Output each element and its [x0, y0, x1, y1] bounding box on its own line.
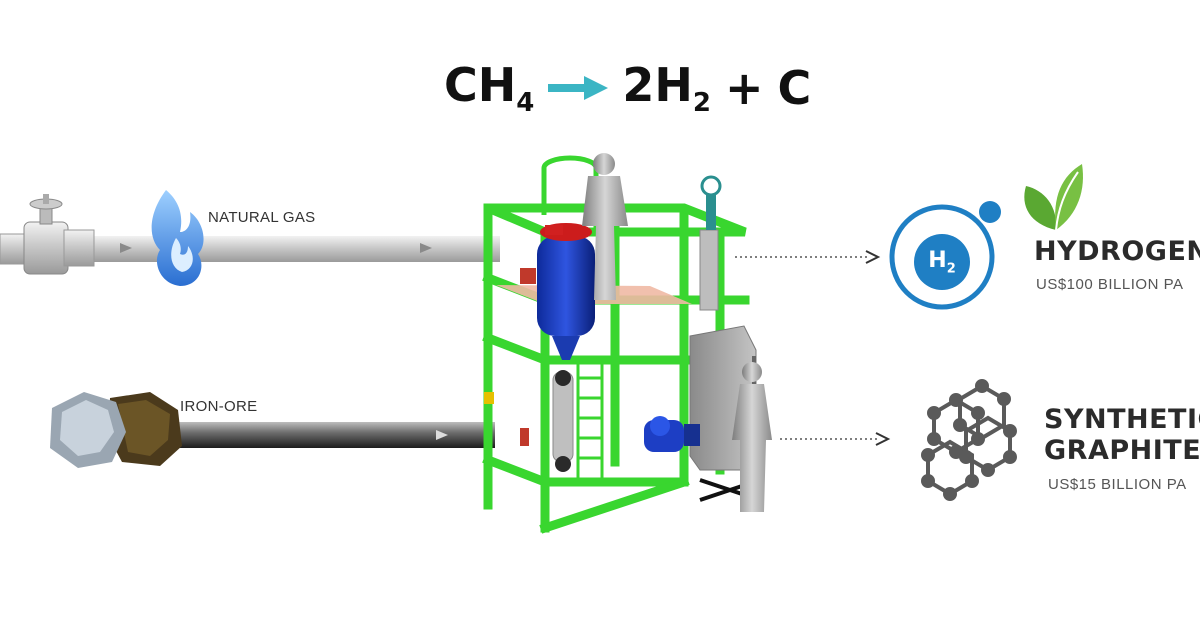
hydrogen-molecule-icon [889, 201, 1001, 310]
iron-ore-label: IRON-ORE [180, 398, 258, 415]
ore-rock-icon [50, 392, 182, 468]
reaction-equation: CH4 2H2 + C [444, 58, 811, 118]
pyrolysis-plant [482, 153, 772, 534]
hydrogen-title: HYDROGEN [1034, 236, 1200, 267]
reaction-arrow-icon [548, 76, 609, 100]
graphite-title-line1: SYNTHETIC [1044, 404, 1200, 435]
methane-formula: CH4 [444, 58, 535, 118]
graphite-lattice-icon [921, 379, 1017, 501]
h2-badge: H2 [928, 248, 956, 277]
iron-ore-pipe [150, 422, 495, 448]
graphite-market-value: US$15 BILLION PA [1048, 476, 1187, 493]
valve-icon [0, 194, 95, 275]
natural-gas-label: NATURAL GAS [208, 209, 316, 226]
flame-icon [151, 190, 204, 286]
graphite-title-line2: GRAPHITE [1044, 435, 1200, 466]
carbon-formula: C [777, 61, 812, 115]
hydrogen-formula: 2H2 [622, 58, 711, 118]
hydrogen-market-value: US$100 BILLION PA [1036, 276, 1184, 293]
leaf-icon [1024, 164, 1083, 231]
plus-sign: + [724, 61, 764, 115]
